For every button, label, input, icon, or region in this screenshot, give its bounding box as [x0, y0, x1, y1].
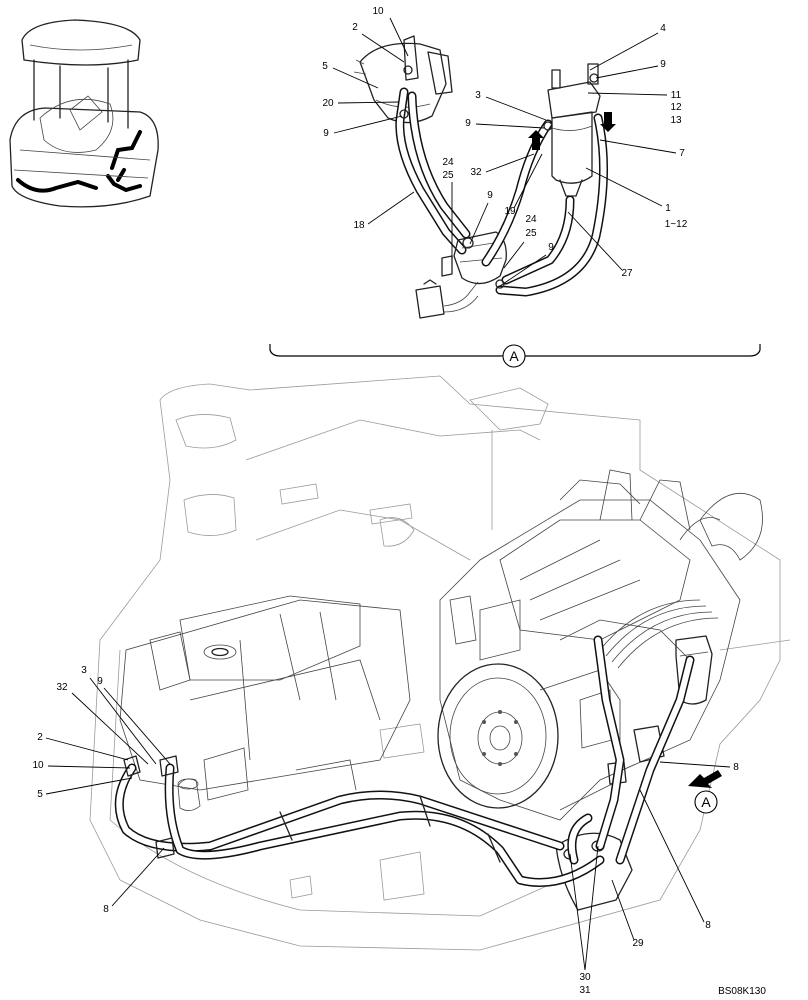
main-detail-a-marker: [694, 790, 718, 814]
leader-line-m32: [71, 692, 149, 765]
leader-line-m30: [569, 853, 586, 971]
callout-d1: 1: [665, 203, 671, 214]
callout-labels: 1025209491112133932711~12242518919242592…: [32, 6, 739, 996]
callout-d32: 32: [470, 167, 482, 178]
callout-m8c: 8: [705, 920, 711, 931]
leader-line-d4: [589, 32, 659, 71]
callout-d12: 12: [670, 102, 682, 113]
callout-d24b: 24: [525, 214, 537, 225]
callout-d25b: 25: [525, 228, 537, 239]
main-hose-routing: A: [114, 635, 722, 887]
callout-d7: 7: [679, 148, 685, 159]
drawing-code: BS08K130: [718, 986, 766, 997]
leader-line-m8b: [659, 761, 731, 768]
callout-d10: 10: [372, 6, 384, 17]
leader-line-d1: [585, 167, 663, 207]
leader-line-d27: [567, 211, 623, 271]
leader-line-m31: [584, 845, 599, 971]
callout-d27: 27: [621, 268, 633, 279]
leader-line-m29: [611, 879, 635, 941]
leader-line-m10: [47, 765, 131, 769]
callout-m5: 5: [37, 789, 43, 800]
callout-d11: 11: [671, 90, 682, 101]
callout-d9b: 9: [660, 59, 666, 70]
leader-line-m2: [45, 737, 129, 761]
leader-line-d9e: [499, 254, 547, 287]
main-detail-a-marker-label: A: [701, 794, 711, 810]
callout-d13: 13: [670, 115, 682, 126]
callout-d9c: 9: [465, 118, 471, 129]
callout-d4: 4: [660, 23, 666, 34]
callout-m8b: 8: [733, 762, 739, 773]
leader-line-d10: [389, 17, 409, 57]
leader-line-d18: [367, 191, 415, 225]
detail-a-marker: [502, 344, 526, 368]
leader-line-m8a: [111, 847, 165, 907]
callout-d5: 5: [322, 61, 328, 72]
callout-d20: 20: [322, 98, 334, 109]
callout-m3: 3: [81, 665, 87, 676]
callout-d18: 18: [353, 220, 365, 231]
leader-line-d9c: [475, 123, 545, 129]
callout-d9e: 9: [548, 242, 554, 253]
callout-m32: 32: [56, 682, 68, 693]
leader-line-d11: [587, 92, 668, 96]
main-chassis-drawing: [89, 375, 791, 951]
callout-d9a: 9: [323, 128, 329, 139]
detail-a-bracket: A: [269, 344, 761, 368]
leader-line-d3: [485, 96, 547, 121]
callout-m29: 29: [632, 938, 644, 949]
leader-line-d5: [332, 67, 379, 89]
callout-d19: 19: [504, 206, 516, 217]
leader-line-m5: [45, 777, 133, 795]
leader-line-m8c: [639, 789, 705, 923]
callout-d1-12: 1~12: [665, 219, 688, 230]
callout-d3: 3: [475, 90, 481, 101]
detail-a-drawing: [353, 35, 616, 319]
callout-m31: 31: [579, 985, 591, 996]
leader-line-m3: [89, 677, 157, 765]
leader-line-d9a: [333, 115, 403, 134]
leader-line-d20: [337, 101, 399, 104]
callout-m30: 30: [579, 972, 591, 983]
leader-line-d9b: [595, 65, 659, 79]
callout-d9d: 9: [487, 190, 493, 201]
leader-line-d19: [513, 153, 543, 209]
callout-d2: 2: [352, 22, 358, 33]
leader-line-d25b: [503, 241, 525, 269]
callout-m10: 10: [32, 760, 44, 771]
callout-m8a: 8: [103, 904, 109, 915]
leader-line-d2: [361, 33, 405, 63]
leader-line-d7: [599, 139, 677, 154]
detail-a-marker-label: A: [509, 348, 519, 364]
callout-d24a: 24: [442, 157, 454, 168]
leader-line-d32: [485, 153, 535, 173]
callout-m9: 9: [97, 676, 103, 687]
callout-d25a: 25: [442, 170, 454, 181]
leader-line-d9d: [469, 202, 489, 245]
leader-line-m9: [103, 687, 171, 765]
callout-m2: 2: [37, 732, 43, 743]
machine-thumbnail: [9, 19, 159, 208]
